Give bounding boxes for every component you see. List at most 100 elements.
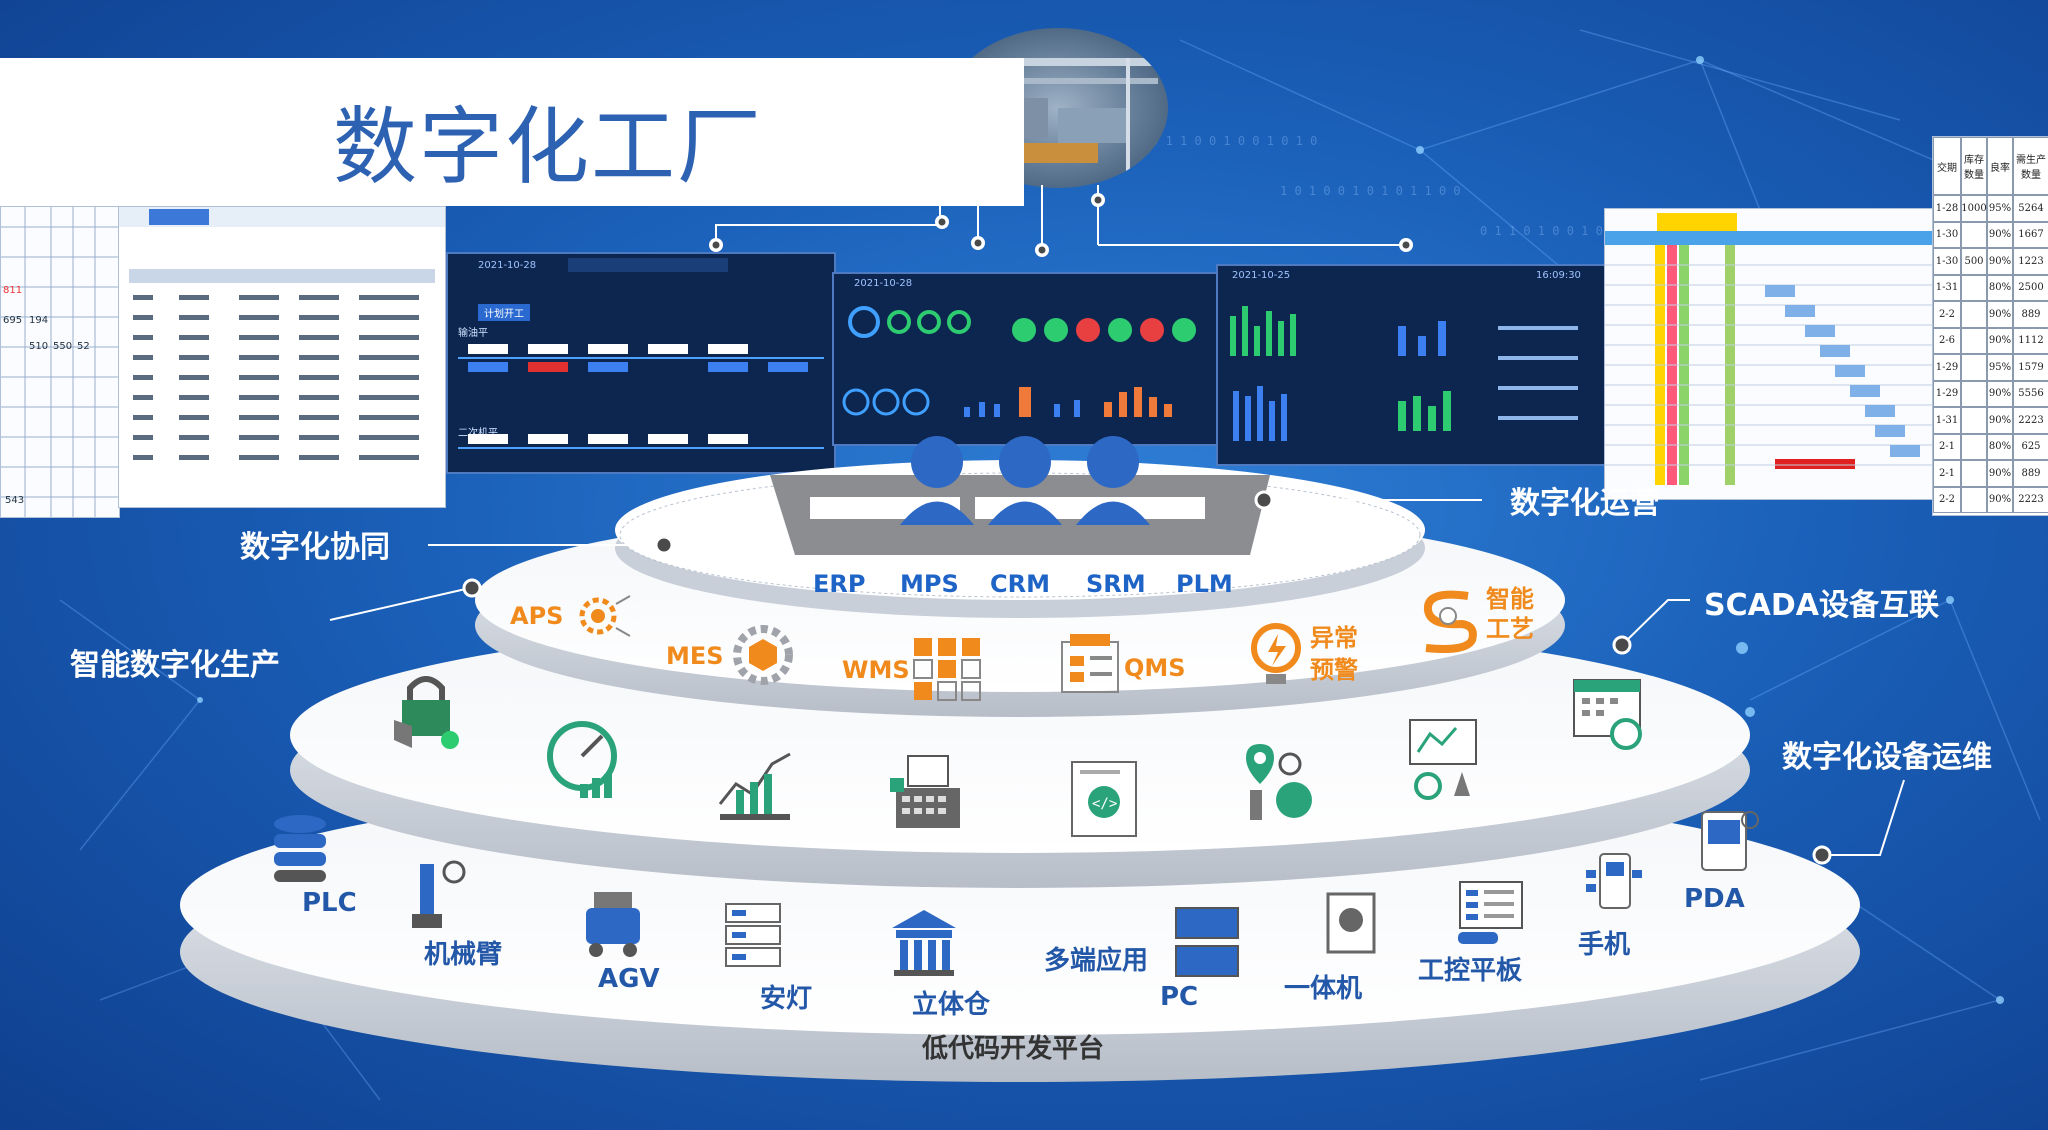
table-cell xyxy=(1961,433,1987,460)
svg-text:1 0 1 0 0 1 0 1 0 1 1 0 0: 1 0 1 0 0 1 0 1 0 1 1 0 0 xyxy=(1280,184,1461,198)
table-cell: 80% xyxy=(1987,274,2013,301)
plc-server-icon xyxy=(274,815,326,882)
table-cell xyxy=(1961,274,1987,301)
alert-label-line1: 异常 xyxy=(1310,624,1358,652)
device-warehouse: 立体仓 xyxy=(912,990,991,1020)
screen-date: 2021-10-28 xyxy=(478,260,537,271)
table-cell: 2500 xyxy=(2013,274,2048,301)
module-srm: SRM xyxy=(1086,570,1146,598)
table-cell: 5264 xyxy=(2013,195,2048,222)
table-cell: 889 xyxy=(2013,301,2048,328)
dashboard-screen-kanban: 2021-10-25 16:09:30 xyxy=(1216,264,1606,466)
craft-label-line2: 工艺 xyxy=(1486,615,1534,643)
craft-s-icon xyxy=(1423,590,1477,653)
table-cell: 889 xyxy=(2013,460,2048,487)
table-cell xyxy=(1961,486,1987,513)
location-globe-icon xyxy=(1246,744,1312,820)
dashboard-screen-monitor: 2021-10-28 xyxy=(832,272,1220,446)
table-cell: 90% xyxy=(1987,248,2013,275)
table-cell: 1-30 xyxy=(1933,248,1961,275)
module-alert: 异常 预警 xyxy=(1310,622,1358,686)
module-smart-craft: 智能 工艺 xyxy=(1486,584,1534,644)
title-panel xyxy=(0,58,1024,206)
analytics-chart-icon xyxy=(718,752,791,820)
table-cell: 1-31 xyxy=(1933,274,1961,301)
left-table-value: 543 xyxy=(5,495,25,506)
mes-gear-icon xyxy=(733,625,793,685)
table-cell: 625 xyxy=(2013,433,2048,460)
agv-vehicle-icon xyxy=(586,892,640,957)
typewriter-icon xyxy=(890,755,960,828)
device-pda: PDA xyxy=(1684,884,1745,914)
table-cell: 1579 xyxy=(2013,354,2048,381)
device-plc: PLC xyxy=(302,888,357,918)
warehouse-building-icon xyxy=(892,910,956,976)
alert-label-line2: 预警 xyxy=(1310,656,1358,684)
module-mps: MPS xyxy=(900,570,959,598)
security-lock-icon xyxy=(394,676,459,749)
production-schedule-sheet xyxy=(1604,208,1936,500)
left-spreadsheet: 811 695 194 510 550 52 543 xyxy=(0,206,120,518)
table-cell: 90% xyxy=(1987,301,2013,328)
left-web-table xyxy=(118,206,446,508)
all-in-one-icon xyxy=(1326,892,1376,954)
table-cell: 1223 xyxy=(2013,248,2048,275)
qms-checklist-icon xyxy=(1061,634,1119,693)
table-cell: 1-28 xyxy=(1933,195,1961,222)
left-table-value: 695 xyxy=(3,315,23,326)
module-plm: PLM xyxy=(1176,570,1233,598)
table-cell xyxy=(1961,221,1987,248)
craft-label-line1: 智能 xyxy=(1486,585,1534,613)
code-page-icon: </> xyxy=(1071,761,1137,837)
table-cell: 90% xyxy=(1987,460,2013,487)
table-cell: 2-2 xyxy=(1933,301,1961,328)
device-robot-arm: 机械臂 xyxy=(424,940,503,970)
mobile-phone-icon xyxy=(1586,853,1642,909)
left-table-value: 510 xyxy=(29,341,49,352)
table-cell: 2-6 xyxy=(1933,327,1961,354)
label-smart-production: 智能数字化生产 xyxy=(70,648,280,683)
table-header-cell: 交期 xyxy=(1933,137,1961,195)
andon-rack-icon xyxy=(725,903,781,967)
module-aps: APS xyxy=(510,602,564,630)
module-wms: WMS xyxy=(842,656,910,684)
row-label: 输油平 xyxy=(458,328,488,339)
pc-monitor-icon xyxy=(1175,907,1239,977)
screen-date: 2021-10-25 xyxy=(1232,270,1291,281)
table-header-cell: 库存数量 xyxy=(1961,137,1987,195)
table-cell: 5556 xyxy=(2013,380,2048,407)
table-cell xyxy=(1961,460,1987,487)
table-header-cell: 良率 xyxy=(1987,137,2013,195)
table-header-cell: 需生产数量 xyxy=(2013,137,2048,195)
table-cell: 90% xyxy=(1987,486,2013,513)
left-table-value: 811 xyxy=(3,285,23,296)
table-cell: 90% xyxy=(1987,380,2013,407)
table-cell xyxy=(1961,354,1987,381)
gauge-dashboard-icon xyxy=(547,721,617,798)
plan-button: 计划开工 xyxy=(478,304,530,321)
device-multi-terminal: 多端应用 xyxy=(1044,946,1149,976)
table-cell: 1-29 xyxy=(1933,380,1961,407)
left-table-value: 194 xyxy=(29,315,49,326)
table-cell xyxy=(1961,380,1987,407)
table-cell xyxy=(1961,301,1987,328)
control-tablet-icon xyxy=(1458,881,1523,944)
module-erp: ERP xyxy=(813,570,866,598)
strategy-board-icon xyxy=(1409,719,1477,800)
screen-date: 2021-10-28 xyxy=(854,278,913,289)
table-cell: 2223 xyxy=(2013,486,2048,513)
table-cell: 90% xyxy=(1987,407,2013,434)
wms-boxes-icon xyxy=(913,638,981,701)
screen-time: 16:09:30 xyxy=(1536,270,1581,281)
label-digital-operation: 数字化运营 xyxy=(1510,486,1660,521)
module-mes: MES xyxy=(666,642,724,670)
table-cell: 1-30 xyxy=(1933,221,1961,248)
table-cell: 1667 xyxy=(2013,221,2048,248)
device-pc: PC xyxy=(1160,982,1199,1012)
table-cell: 95% xyxy=(1987,354,2013,381)
table-cell: 500 xyxy=(1961,248,1987,275)
device-all-in-one: 一体机 xyxy=(1284,974,1363,1004)
table-cell: 1112 xyxy=(2013,327,2048,354)
